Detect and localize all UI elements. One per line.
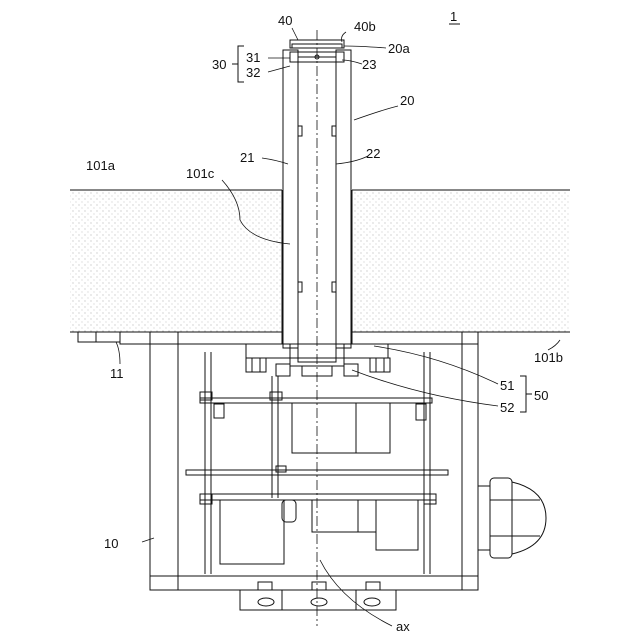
label-40: 40 — [278, 13, 292, 28]
bracket-30 — [238, 46, 244, 82]
label-30: 30 — [212, 57, 226, 72]
label-32: 32 — [246, 65, 260, 80]
label-20a: 20a — [388, 41, 410, 56]
bottom-connector — [240, 582, 396, 610]
fig-number: 1 — [450, 9, 457, 24]
label-ax: ax — [396, 619, 410, 634]
label-101a: 101a — [86, 158, 116, 173]
panel-101 — [70, 190, 570, 332]
label-51: 51 — [500, 378, 514, 393]
label-22: 22 — [366, 146, 380, 161]
label-20: 20 — [400, 93, 414, 108]
bracket-50 — [520, 376, 526, 412]
label-101c: 101c — [186, 166, 215, 181]
cable-gland — [478, 478, 546, 558]
label-31: 31 — [246, 50, 260, 65]
mount-50 — [246, 344, 390, 376]
label-52: 52 — [500, 400, 514, 415]
label-101b: 101b — [534, 350, 563, 365]
gasket-11 — [78, 332, 120, 342]
label-40b: 40b — [354, 19, 376, 34]
label-50: 50 — [534, 388, 548, 403]
label-23: 23 — [362, 57, 376, 72]
label-10: 10 — [104, 536, 118, 551]
label-21: 21 — [240, 150, 254, 165]
label-11: 11 — [110, 366, 124, 381]
